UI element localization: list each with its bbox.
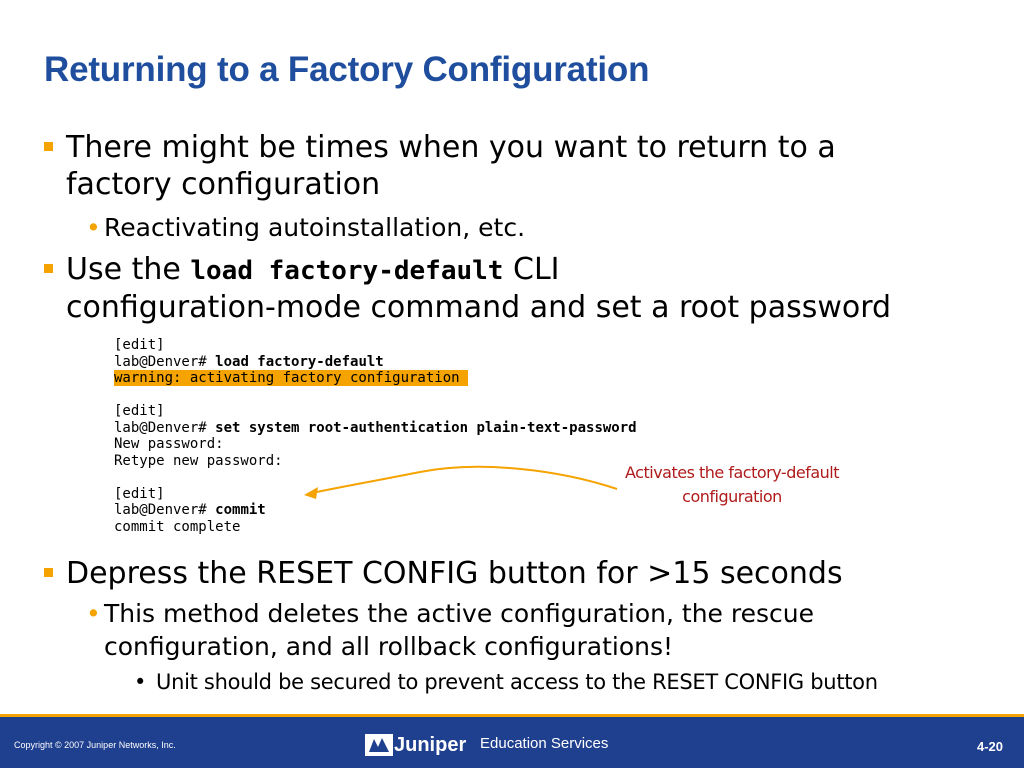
bullet-2-suffix: CLI: [513, 252, 560, 287]
code-warning-highlight: warning: activating factory configuratio…: [114, 370, 469, 386]
bullet-2-line-1: Use the load factory-default CLI: [66, 251, 560, 290]
juniper-logo: Juniper: [364, 733, 466, 757]
bullet-3-line-1: Depress the RESET CONFIG button for >15 …: [66, 556, 843, 591]
code-line: Retype new password:: [114, 452, 283, 469]
code-line: [edit]: [114, 403, 165, 419]
callout-line-2: configuration: [682, 487, 782, 506]
bullet-3-subsub-1: Unit should be secured to prevent access…: [156, 670, 878, 694]
arrowhead-icon: [304, 487, 318, 499]
square-bullet-icon: [44, 568, 53, 577]
code-command: commit: [215, 502, 266, 518]
bullet-2-prefix: Use the: [66, 252, 181, 287]
dot-bullet-icon: •: [86, 213, 101, 242]
logo-wordmark: Juniper: [394, 733, 467, 756]
bullet-1-line-1: There might be times when you want to re…: [66, 130, 836, 165]
bullet-1-sub-1: Reactivating autoinstallation, etc.: [104, 213, 526, 242]
cli-code-block: [edit] lab@Denver# load factory-default …: [114, 337, 637, 535]
code-line: [edit]: [114, 337, 165, 353]
code-prompt: lab@Denver#: [114, 353, 216, 370]
page-number: 4-20: [977, 739, 1004, 754]
slide-title: Returning to a Factory Configuration: [44, 50, 650, 89]
callout-text: Activates the factory-default configurat…: [592, 461, 872, 509]
code-line: New password:: [114, 436, 224, 452]
code-command: set system root-authentication plain-tex…: [215, 419, 637, 436]
bullet-3-sub-1-line-1: This method deletes the active configura…: [104, 599, 814, 628]
small-dot-bullet-icon: •: [134, 670, 147, 694]
code-command: load factory-default: [215, 353, 384, 370]
education-services-label: Education Services: [480, 735, 609, 752]
bullet-3-sub-1-line-2: configuration, and all rollback configur…: [104, 632, 674, 661]
code-line: [edit]: [114, 485, 165, 502]
bullet-2-command: load factory-default: [190, 256, 504, 286]
callout-line-1: Activates the factory-default: [625, 463, 839, 482]
square-bullet-icon: [44, 142, 53, 151]
code-line: commit complete: [114, 518, 241, 535]
square-bullet-icon: [44, 264, 53, 273]
footer-accent-rule: [0, 714, 1024, 717]
copyright-text: Copyright © 2007 Juniper Networks, Inc.: [14, 740, 176, 750]
juniper-logo-icon: [365, 734, 393, 756]
bullet-1-line-2: factory configuration: [66, 167, 381, 202]
code-prompt: lab@Denver#: [114, 419, 216, 436]
code-prompt: lab@Denver#: [114, 502, 216, 518]
footer-bar: [0, 717, 1024, 768]
dot-bullet-icon: •: [86, 599, 101, 628]
bullet-2-line-2: configuration-mode command and set a roo…: [66, 290, 892, 325]
